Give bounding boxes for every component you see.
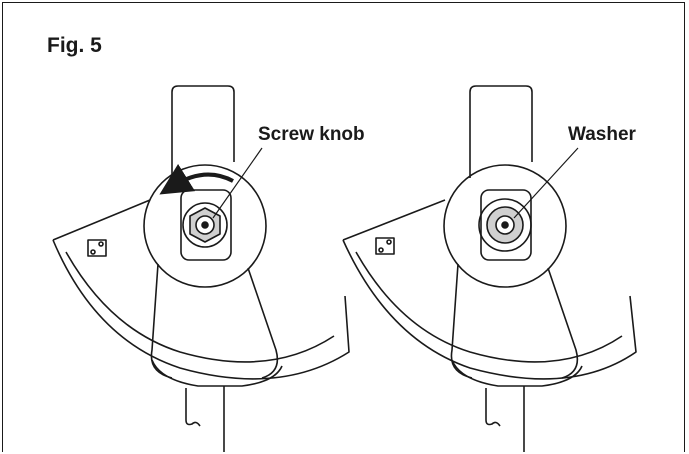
washer-label: Washer: [568, 124, 636, 145]
left-shaft: [185, 386, 225, 452]
right-spindle-center: [501, 221, 509, 229]
left-bottom-plate: [151, 359, 283, 387]
right-flange-ring: [478, 198, 532, 252]
right-bracket-bolt: [378, 247, 384, 253]
right-shaft: [485, 386, 525, 452]
right-outer-guard: [342, 199, 637, 380]
left-hub-circle: [143, 164, 267, 288]
right-blade-guard: [342, 85, 637, 452]
washer-leader: [513, 147, 579, 219]
right-hub-circle: [443, 164, 567, 288]
right-arm: [469, 85, 533, 178]
left-bracket-bolt: [98, 241, 104, 247]
left-arm: [171, 85, 235, 178]
rotation-arrow: [159, 163, 234, 195]
right-bracket: [375, 237, 395, 255]
left-bracket: [87, 239, 107, 257]
left-bracket-bolt: [90, 249, 96, 255]
right-inner-guard: [355, 251, 623, 363]
figure-title: Fig. 5: [47, 34, 102, 57]
left-blade-guard: [52, 85, 350, 452]
screw-knob-leader: [212, 147, 263, 219]
screw-knob-label: Screw knob: [258, 124, 365, 145]
left-knob-housing: [180, 189, 232, 261]
left-outer-guard: [52, 199, 350, 380]
left-inner-guard: [65, 251, 335, 363]
left-nut-center: [201, 221, 209, 229]
left-knob-ring: [182, 202, 228, 248]
right-bottom-plate: [451, 359, 583, 387]
right-bracket-bolt: [386, 239, 392, 245]
